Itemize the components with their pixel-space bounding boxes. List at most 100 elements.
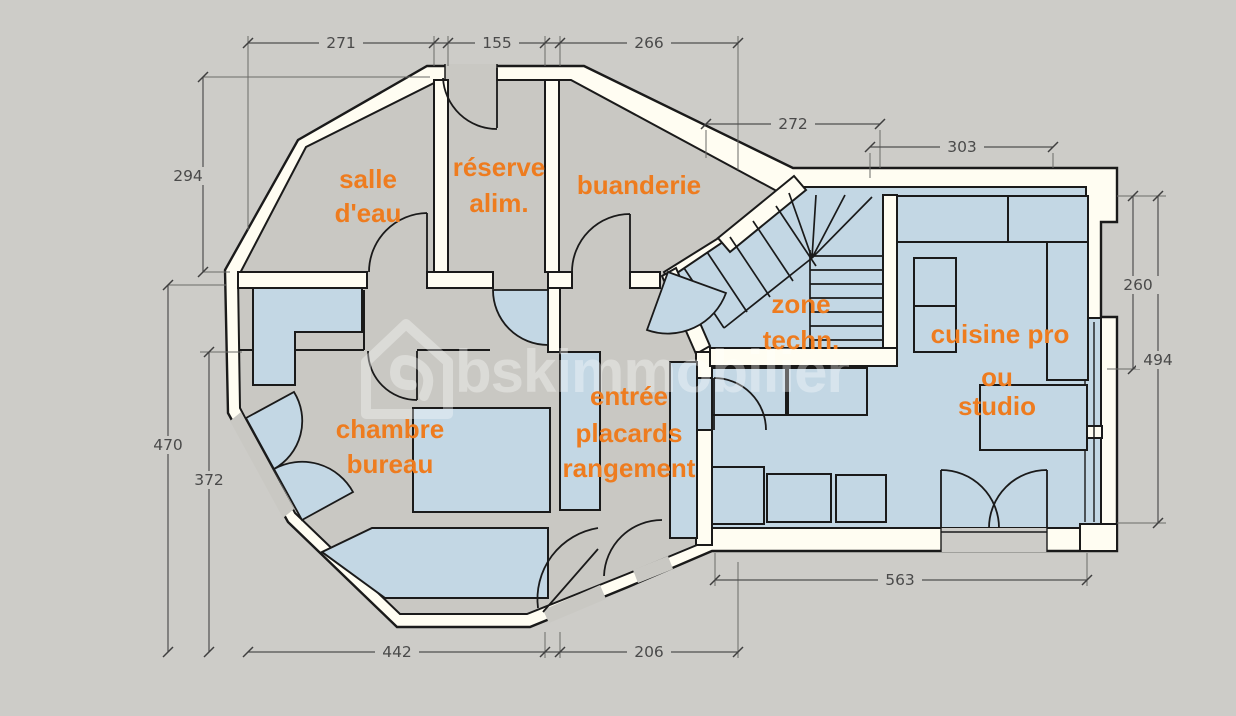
label-reserve-2: alim. — [469, 188, 528, 218]
dim-bg — [165, 167, 211, 185]
kitchen-unit-2 — [766, 473, 832, 523]
chambre-inner-door-swing — [367, 350, 418, 401]
wall-entree-cuisine-lower — [695, 429, 713, 546]
dim-bg — [187, 471, 231, 489]
label-entree-2: placards — [576, 418, 683, 448]
chambre-desk — [252, 287, 363, 386]
dim-mid-top: 272 — [778, 115, 808, 133]
zone-techn-door-leaf — [645, 270, 728, 335]
label-buanderie: buanderie — [577, 170, 701, 200]
salle-eau-door-swing — [368, 212, 428, 273]
dim-upper-left: 294 — [173, 167, 203, 185]
house-outline-icon — [361, 319, 453, 419]
dimension-lines: 271 155 266 272 303 294 470 372 260 494 … — [146, 34, 1180, 661]
wall-horizontal-seg4 — [629, 271, 661, 289]
kitchen-table — [979, 384, 1088, 451]
dim-bottom-middle: 206 — [634, 643, 664, 661]
dim-left-inner: 372 — [194, 471, 224, 489]
wall-horizontal-seg2 — [426, 271, 494, 289]
cuisine-french-door-left — [940, 469, 1000, 529]
entree-exterior-door-swing-b — [603, 519, 663, 577]
chambre-hall-door-leaf — [492, 289, 549, 346]
dim-top-right: 266 — [634, 34, 664, 52]
dim-bg — [627, 34, 671, 52]
entree-cuisine-door-swing — [713, 377, 767, 431]
watermark: bskimmobilier — [361, 319, 850, 419]
wall-corner-block — [1079, 523, 1118, 552]
cuisine-french-door-right — [988, 469, 1048, 529]
chambre-bed — [412, 407, 551, 513]
label-zone-techn-1: zone — [771, 289, 830, 319]
kitchen-counter-top — [896, 195, 1089, 243]
kitchen-sink-1 — [913, 257, 957, 307]
stair-winder-fan — [788, 192, 873, 259]
dim-top-left: 271 — [326, 34, 356, 52]
dim-bg — [1136, 351, 1180, 369]
wall-horizontal-seg1 — [237, 271, 368, 289]
interior-walls — [237, 79, 1118, 552]
cuisine-french-door-jambs — [940, 528, 1048, 552]
entree-cuisine-door-opening — [697, 378, 711, 430]
doors — [244, 68, 1048, 613]
label-chambre-2: bureau — [347, 449, 434, 479]
label-cuisine-3: studio — [958, 391, 1036, 421]
dim-bg — [146, 436, 190, 454]
chambre-french-door-opening — [230, 412, 294, 518]
kitchen-sink-2 — [913, 305, 957, 353]
furniture — [252, 195, 1089, 599]
entree-door-opening-a — [543, 585, 606, 623]
entree-placard-east — [669, 361, 698, 539]
dim-bg — [878, 571, 922, 589]
wall-reserve-buanderie — [544, 79, 560, 273]
wall-salle-reserve — [433, 79, 449, 273]
dimension-extension-lines — [168, 36, 1166, 658]
label-salle-eau-2: d'eau — [335, 198, 402, 228]
dim-bottom-right: 563 — [885, 571, 915, 589]
entree-exterior-door-swing-a — [536, 527, 599, 613]
chambre-french-door-leaf-2 — [272, 460, 355, 522]
staircase — [683, 192, 883, 348]
label-zone-techn-2: techn. — [763, 325, 840, 355]
label-chambre-1: chambre — [336, 414, 444, 444]
kitchen-appliance-2 — [787, 367, 868, 416]
wall-openings — [230, 64, 1048, 623]
dim-right-total: 494 — [1143, 351, 1173, 369]
kitchen-counter-column — [1046, 241, 1089, 381]
wall-stairwell-south — [709, 347, 898, 367]
kitchen-unit-1 — [711, 466, 765, 525]
dim-bg — [771, 115, 815, 133]
wall-corridor-diagonal — [716, 174, 808, 254]
dimension-labels: 271 155 266 272 303 294 470 372 260 494 … — [153, 34, 1173, 661]
label-cuisine-2: ou — [981, 362, 1013, 392]
dim-bg — [1116, 276, 1160, 294]
house-icon-roof-body — [361, 319, 453, 419]
wall-horizontal-seg3 — [547, 271, 573, 289]
dim-right-window: 260 — [1123, 276, 1153, 294]
dim-bg — [940, 138, 984, 156]
label-entree-1: entrée — [590, 381, 668, 411]
label-entree-3: rangement — [563, 453, 696, 483]
dim-top-middle: 155 — [482, 34, 512, 52]
dim-left-total: 470 — [153, 436, 183, 454]
label-cuisine-1: cuisine pro — [931, 319, 1070, 349]
dim-bottom-left: 442 — [382, 643, 412, 661]
dim-kitchen-top: 303 — [947, 138, 977, 156]
room-labels: salle d'eau réserve alim. buanderie zone… — [335, 152, 1070, 483]
watermark-text: bskimmobilier — [455, 338, 849, 405]
kitchen-unit-3 — [835, 474, 887, 523]
reserve-door-swing — [442, 68, 498, 130]
house-icon-swirl — [390, 355, 434, 401]
label-salle-eau-1: salle — [339, 164, 397, 194]
label-reserve-1: réserve — [453, 152, 546, 182]
entree-door-opening-b — [633, 556, 673, 583]
dimension-tick-marks — [162, 37, 1164, 658]
wall-stairwell-east — [882, 194, 898, 353]
stair-straight-flight — [809, 250, 883, 348]
buanderie-door-swing — [571, 213, 631, 273]
dimension-label-backgrounds — [146, 34, 1180, 661]
dim-bg — [375, 643, 419, 661]
dim-bg — [475, 34, 519, 52]
dim-bg — [627, 643, 671, 661]
